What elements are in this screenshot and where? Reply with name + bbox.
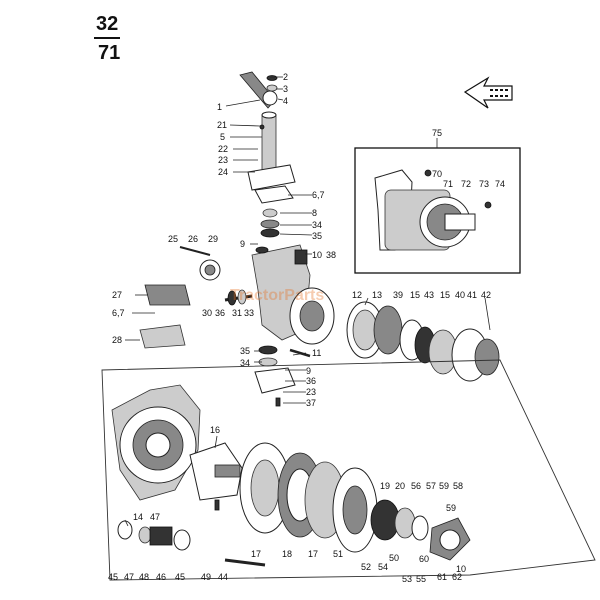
part-label-p67a: 6,7 [312, 190, 325, 200]
part-label-p49: 49 [201, 572, 211, 582]
part-label-p26: 26 [188, 234, 198, 244]
part-label-p59a: 59 [439, 481, 449, 491]
part-label-p29: 29 [208, 234, 218, 244]
final-drive-housing [111, 384, 201, 501]
page-number-bottom: 71 [98, 42, 121, 64]
gasket-bushings [254, 185, 294, 238]
part-label-p25: 25 [168, 234, 178, 244]
part-label-p33: 33 [244, 308, 254, 318]
tie-rod-assembly [139, 246, 253, 349]
part-label-p50: 50 [389, 553, 399, 563]
part-label-p42: 42 [481, 290, 491, 300]
part-label-p17a: 17 [251, 549, 261, 559]
part-label-p48: 48 [139, 572, 149, 582]
part-label-p23b: 23 [306, 387, 316, 397]
part-label-p67b: 6,7 [112, 308, 125, 318]
part-label-p8: 8 [312, 208, 317, 218]
direction-arrow-icon [463, 76, 513, 109]
hub-cap-parts [370, 499, 471, 561]
part-label-p30: 30 [202, 308, 212, 318]
part-label-p74: 74 [495, 179, 505, 189]
part-label-p52: 52 [361, 562, 371, 572]
part-label-p39: 39 [393, 290, 403, 300]
part-label-p59b: 59 [446, 503, 456, 513]
part-label-p4: 4 [283, 96, 288, 106]
part-label-p57: 57 [426, 481, 436, 491]
part-label-p31: 31 [232, 308, 242, 318]
part-label-p23a: 23 [218, 155, 228, 165]
sun-gear-parts [117, 499, 266, 567]
part-label-p3: 3 [283, 84, 288, 94]
detail-box-75 [354, 138, 521, 274]
part-label-p45b: 45 [175, 572, 185, 582]
planet-carrier [189, 442, 243, 501]
part-label-p53: 53 [402, 574, 412, 584]
part-label-p15a: 15 [410, 290, 420, 300]
part-label-p19: 19 [380, 481, 390, 491]
brake-discs [239, 442, 378, 553]
part-label-p5: 5 [220, 132, 225, 142]
part-label-p45a: 45 [108, 572, 118, 582]
lower-kingpin [254, 345, 311, 407]
part-label-p62: 62 [452, 572, 462, 582]
hub-bearings [346, 301, 500, 382]
part-label-p27: 27 [112, 290, 122, 300]
part-label-p34b: 34 [240, 358, 250, 368]
part-label-p75: 75 [432, 128, 442, 138]
part-label-p22: 22 [218, 144, 228, 154]
steering-knuckle [251, 244, 335, 345]
part-label-p21: 21 [217, 120, 227, 130]
part-label-p11: 11 [312, 348, 321, 358]
part-label-p35a: 35 [312, 231, 322, 241]
part-label-p56: 56 [411, 481, 421, 491]
steering-arm-assembly [239, 71, 296, 191]
part-label-p1: 1 [217, 102, 222, 112]
part-label-p46: 46 [156, 572, 166, 582]
part-label-p28: 28 [112, 335, 122, 345]
part-label-p17b: 17 [308, 549, 318, 559]
part-label-p58: 58 [453, 481, 463, 491]
part-label-p10: 10 [312, 250, 322, 260]
part-label-p54: 54 [378, 562, 388, 572]
part-label-p13: 13 [372, 290, 382, 300]
part-label-p36a: 36 [215, 308, 225, 318]
subassembly-frame [101, 359, 596, 581]
part-label-p15b: 15 [440, 290, 450, 300]
part-label-p71: 71 [443, 179, 453, 189]
part-label-p20: 20 [395, 481, 405, 491]
watermark: TractorParts [230, 287, 324, 304]
part-label-p9b: 9 [306, 366, 311, 376]
part-label-p37: 37 [306, 398, 316, 408]
part-label-p14: 14 [133, 512, 143, 522]
page-number-top: 32 [96, 13, 119, 35]
part-label-p24: 24 [218, 167, 228, 177]
part-label-p40: 40 [455, 290, 465, 300]
part-label-p35b: 35 [240, 346, 250, 356]
part-label-p60: 60 [419, 554, 429, 564]
part-label-p51: 51 [333, 549, 343, 559]
part-label-p73: 73 [479, 179, 489, 189]
part-label-p12: 12 [352, 290, 362, 300]
part-label-p36b: 36 [306, 376, 316, 386]
part-label-p34a: 34 [312, 220, 322, 230]
part-label-p2: 2 [283, 72, 288, 82]
part-label-p10b: 10 [456, 564, 466, 574]
part-label-p55: 55 [416, 574, 426, 584]
leader-lines [124, 76, 491, 527]
part-label-p44: 44 [218, 572, 228, 582]
part-label-p16: 16 [210, 425, 220, 435]
part-label-p38: 38 [326, 250, 336, 260]
part-label-p70: 70 [432, 169, 442, 179]
part-label-p47a: 47 [150, 512, 160, 522]
part-label-p43: 43 [424, 290, 434, 300]
part-label-p41: 41 [467, 290, 477, 300]
part-label-p9a: 9 [240, 239, 245, 249]
page-number-divider [94, 37, 120, 39]
part-label-p47b: 47 [124, 572, 134, 582]
part-label-p72: 72 [461, 179, 471, 189]
part-label-p18: 18 [282, 549, 292, 559]
part-label-p61: 61 [437, 572, 447, 582]
